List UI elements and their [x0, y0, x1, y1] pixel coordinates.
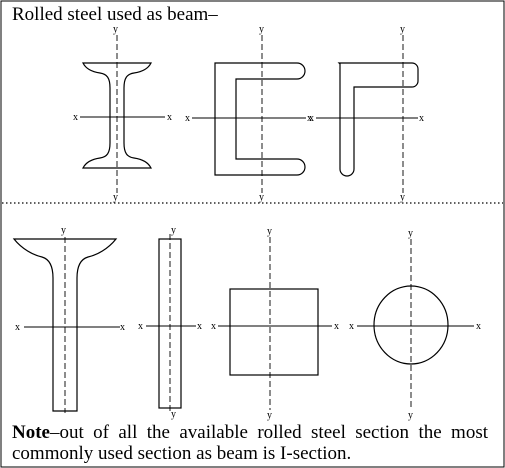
axis-label-y: y: [259, 192, 264, 203]
axis-label-x: x: [309, 113, 314, 124]
axis-label-y: y: [171, 409, 176, 420]
axis-label-y: y: [113, 192, 118, 203]
axis-label-x: x: [334, 321, 339, 332]
t-section-shape: [12, 238, 118, 412]
channel-section-shape: [214, 62, 306, 176]
note-text: –out of all the available rolled steel s…: [12, 422, 488, 464]
axis-label-x: x: [167, 112, 172, 123]
axis-label-y: y: [267, 226, 272, 237]
axis-label-x: x: [349, 321, 354, 332]
axis-label-x: x: [15, 322, 20, 333]
axis-label-x: x: [120, 322, 125, 333]
axis-label-x: x: [73, 112, 78, 123]
axis-label-x: x: [185, 113, 190, 124]
axis-label-y: y: [400, 192, 405, 203]
axis-label-y: y: [408, 410, 413, 421]
angle-section-shape: [337, 62, 419, 177]
axis-label-y: y: [259, 24, 264, 35]
axis-label-y: y: [171, 225, 176, 236]
axis-label-y: y: [267, 410, 272, 421]
axis-label-y: y: [408, 228, 413, 239]
axis-label-x: x: [307, 113, 312, 124]
axis-label-x: x: [138, 321, 143, 332]
axis-label-x: x: [197, 321, 202, 332]
note-paragraph: Note–out of all the available rolled ste…: [12, 422, 488, 464]
axis-label-x: x: [211, 321, 216, 332]
figure-heading: Rolled steel used as beam–: [12, 4, 218, 25]
axis-label-x: x: [476, 321, 481, 332]
axis-label-y: y: [113, 24, 118, 35]
axis-label-y: y: [61, 225, 66, 236]
square-section-shape: [229, 288, 319, 376]
i-section-shape: [82, 62, 152, 169]
axis-label-y: y: [400, 24, 405, 35]
note-label: Note: [12, 422, 50, 443]
axis-label-x: x: [419, 113, 424, 124]
